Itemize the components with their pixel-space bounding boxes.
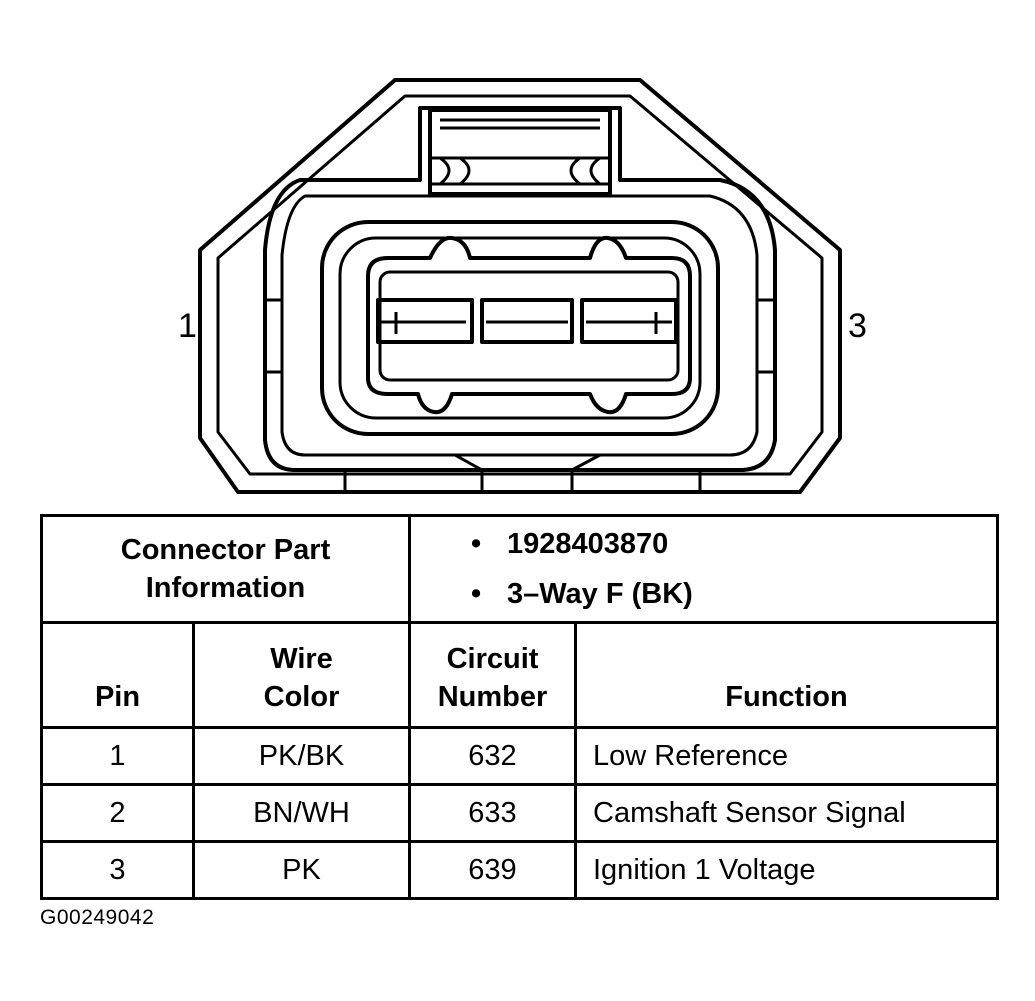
wire-color-cell: BN/WH bbox=[192, 783, 411, 843]
table-row: 1 PK/BK 632 Low Reference bbox=[40, 726, 999, 786]
pin-cell: 3 bbox=[40, 840, 195, 900]
header-pin: Pin bbox=[40, 621, 195, 729]
seal-inner bbox=[338, 236, 702, 420]
connector-body bbox=[263, 106, 777, 472]
pin-label-1: 1 bbox=[178, 307, 197, 345]
function-cell: Camshaft Sensor Signal bbox=[574, 783, 999, 843]
table-row: 3 PK 639 Ignition 1 Voltage bbox=[40, 840, 999, 900]
header-function: Function bbox=[574, 621, 999, 729]
pin-label-3: 3 bbox=[848, 307, 867, 345]
connector-info-table: Connector Part Information •1928403870 •… bbox=[40, 514, 999, 900]
wire-color-cell: PK bbox=[192, 840, 411, 900]
locking-tab bbox=[428, 108, 612, 196]
terminal-slot-2 bbox=[480, 298, 574, 344]
part-number: •1928403870 bbox=[471, 528, 669, 560]
seal-outer bbox=[320, 220, 720, 436]
connector-body-inner bbox=[280, 194, 759, 457]
pin-cell: 2 bbox=[40, 783, 195, 843]
part-info-label: Connector Part Information bbox=[40, 514, 411, 624]
connector-drawing bbox=[198, 78, 842, 494]
part-info-values: •1928403870 •3–Way F (BK) bbox=[408, 514, 999, 624]
connector-outer-housing bbox=[198, 78, 842, 494]
circuit-cell: 632 bbox=[408, 726, 577, 786]
connector-housing-inner-edge bbox=[216, 94, 824, 476]
circuit-cell: 639 bbox=[408, 840, 577, 900]
circuit-cell: 633 bbox=[408, 783, 577, 843]
terminal-cavity bbox=[366, 235, 692, 415]
pin-cell: 1 bbox=[40, 726, 195, 786]
terminal-slot-3 bbox=[580, 298, 678, 344]
wire-color-cell: PK/BK bbox=[192, 726, 411, 786]
table-row: 2 BN/WH 633 Camshaft Sensor Signal bbox=[40, 783, 999, 843]
function-cell: Low Reference bbox=[574, 726, 999, 786]
connector-type: •3–Way F (BK) bbox=[471, 578, 693, 610]
figure-id: G00249042 bbox=[40, 906, 155, 929]
function-cell: Ignition 1 Voltage bbox=[574, 840, 999, 900]
